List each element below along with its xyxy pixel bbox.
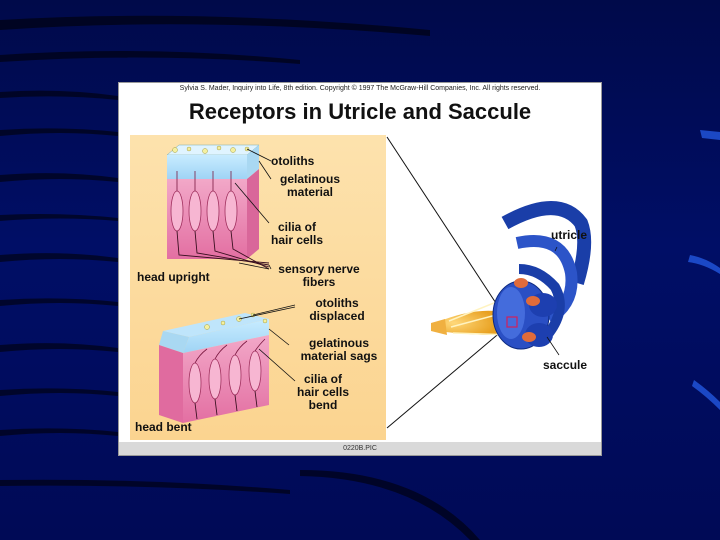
label-utricle: utricle	[551, 229, 587, 242]
bent-receptor-block	[159, 313, 269, 423]
label-otoliths: otoliths	[271, 155, 314, 168]
label-fibers: fibers	[269, 276, 369, 289]
label-head-upright: head upright	[137, 271, 210, 284]
label-material: material	[271, 186, 349, 199]
label-head-bent: head bent	[135, 421, 192, 434]
label-material-sags: material sags	[289, 350, 389, 363]
textbook-figure: Sylvia S. Mader, Inquiry into Life, 8th …	[118, 82, 602, 456]
label-bend: bend	[287, 399, 359, 412]
label-hair-cells: hair cells	[261, 234, 333, 247]
label-saccule: saccule	[543, 359, 587, 372]
upright-receptor-block	[167, 145, 269, 269]
label-displaced: displaced	[295, 310, 379, 323]
figure-footer: 0220B.PIC	[119, 442, 601, 455]
